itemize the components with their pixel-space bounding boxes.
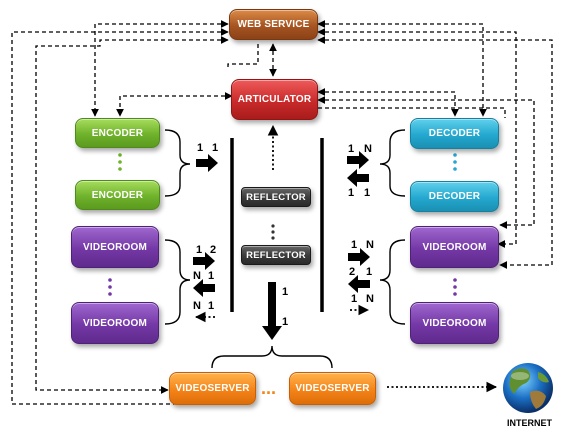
web-service-label: WEB SERVICE — [237, 19, 310, 30]
link-articulator-decoder — [317, 88, 459, 117]
thick-arrows — [193, 151, 370, 340]
videoroom-left-node-1: VIDEOROOM — [71, 226, 159, 268]
arrow-videorooms-left-a — [193, 252, 215, 270]
arrow-videorooms-right-b — [348, 275, 370, 293]
label-center-top: 1 — [282, 286, 289, 298]
link-webservice-videoroom-left — [35, 36, 229, 394]
videoroom-left-label-1: VIDEOROOM — [82, 241, 148, 253]
link-webservice-right-outer — [317, 36, 553, 269]
decoder-node-1: DECODER — [410, 118, 499, 149]
brace-videorooms-right — [379, 239, 406, 325]
link-webservice-encoder — [91, 20, 229, 117]
encoder-label-1: ENCODER — [91, 127, 144, 139]
link-webservice-decoder — [317, 20, 487, 117]
encoder-label-2: ENCODER — [91, 189, 144, 201]
videoroom-left-label-2: VIDEOROOM — [82, 317, 148, 329]
link-articulator-right-mid — [318, 107, 506, 118]
articulator-node: ARTICULATOR — [231, 79, 318, 120]
encoder-node-2: ENCODER — [75, 180, 160, 210]
bus-bars — [230, 138, 324, 312]
label-enc-right: 1 — [212, 142, 219, 154]
videoroom-right-label-2: VIDEOROOM — [422, 317, 487, 329]
label-dec-bot-right: 1 — [364, 187, 371, 199]
label-vrl-c-right: 1 — [208, 300, 215, 312]
label-vrr-b-right: 1 — [366, 266, 373, 278]
articulator-label: ARTICULATOR — [237, 94, 312, 105]
decoder-label-2: DECODER — [428, 191, 481, 202]
arrow-bus-down — [262, 282, 282, 340]
label-vrr-b-left: 2 — [349, 266, 356, 278]
arrow-videorooms-right-a — [348, 248, 370, 266]
control-links — [11, 20, 553, 405]
label-vrr-a-right: N — [366, 239, 374, 251]
videoserver-node-1: VIDEOSERVER — [169, 372, 256, 405]
videoroom-right-label-1: VIDEOROOM — [422, 241, 487, 253]
link-webservice-videoserver-left — [11, 28, 229, 405]
label-vrl-c-left: N — [193, 300, 201, 312]
label-enc-left: 1 — [197, 142, 204, 154]
brace-videoservers — [211, 345, 333, 369]
label-center-bottom: 1 — [282, 316, 289, 328]
label-vrr-c-right: N — [366, 293, 374, 305]
label-vrl-b-right: 1 — [208, 270, 215, 282]
decoder-label-1: DECODER — [428, 128, 481, 139]
brace-videorooms-left — [164, 239, 191, 325]
videoserver-label-1: VIDEOSERVER — [175, 383, 250, 394]
braces — [164, 129, 406, 369]
decoder-node-2: DECODER — [410, 181, 499, 212]
arrow-videorooms-left-b — [193, 279, 215, 297]
globe-icon — [503, 363, 553, 413]
label-vrl-a-right: 2 — [210, 244, 217, 256]
videoroom-right-node-2: VIDEOROOM — [410, 302, 499, 344]
arrow-bus-to-decoders-top — [347, 151, 369, 169]
videoserver-ellipsis: ... — [261, 378, 277, 398]
reflector-label-1: REFLECTOR — [246, 191, 306, 203]
link-webservice-videoroom-right — [317, 28, 517, 248]
dotted-arrows — [194, 124, 498, 393]
label-vrl-a-left: 1 — [196, 244, 203, 256]
label-dec-top-right: N — [364, 143, 372, 155]
label-dec-bot-left: 1 — [348, 187, 355, 199]
label-vrl-b-left: N — [193, 270, 201, 282]
link-webservice-articulator-side — [227, 44, 259, 70]
label-vrr-c-left: 1 — [351, 293, 358, 305]
videoroom-right-node-1: VIDEOROOM — [410, 226, 499, 268]
label-vrr-a-left: 1 — [351, 239, 358, 251]
label-dec-top-left: 1 — [348, 143, 355, 155]
brace-decoders — [379, 129, 406, 197]
ellipsis-dots — [108, 153, 457, 296]
link-articulator-right-outer — [317, 96, 535, 229]
link-articulator-encoder — [116, 92, 233, 117]
brace-encoders — [164, 129, 191, 197]
reflector-node-2: REFLECTOR — [241, 245, 311, 265]
web-service-node: WEB SERVICE — [229, 9, 318, 40]
encoder-node-1: ENCODER — [75, 118, 160, 148]
videoserver-node-2: VIDEOSERVER — [289, 372, 376, 405]
videoroom-left-node-2: VIDEOROOM — [71, 302, 159, 344]
internet-label: INTERNET — [507, 418, 552, 428]
arrow-decoders-to-bus-bottom — [347, 169, 369, 187]
arrow-encoders-to-bus — [196, 154, 218, 172]
videoserver-label-2: VIDEOSERVER — [295, 383, 370, 394]
reflector-label-2: REFLECTOR — [246, 249, 306, 261]
reflector-node-1: REFLECTOR — [241, 187, 311, 207]
